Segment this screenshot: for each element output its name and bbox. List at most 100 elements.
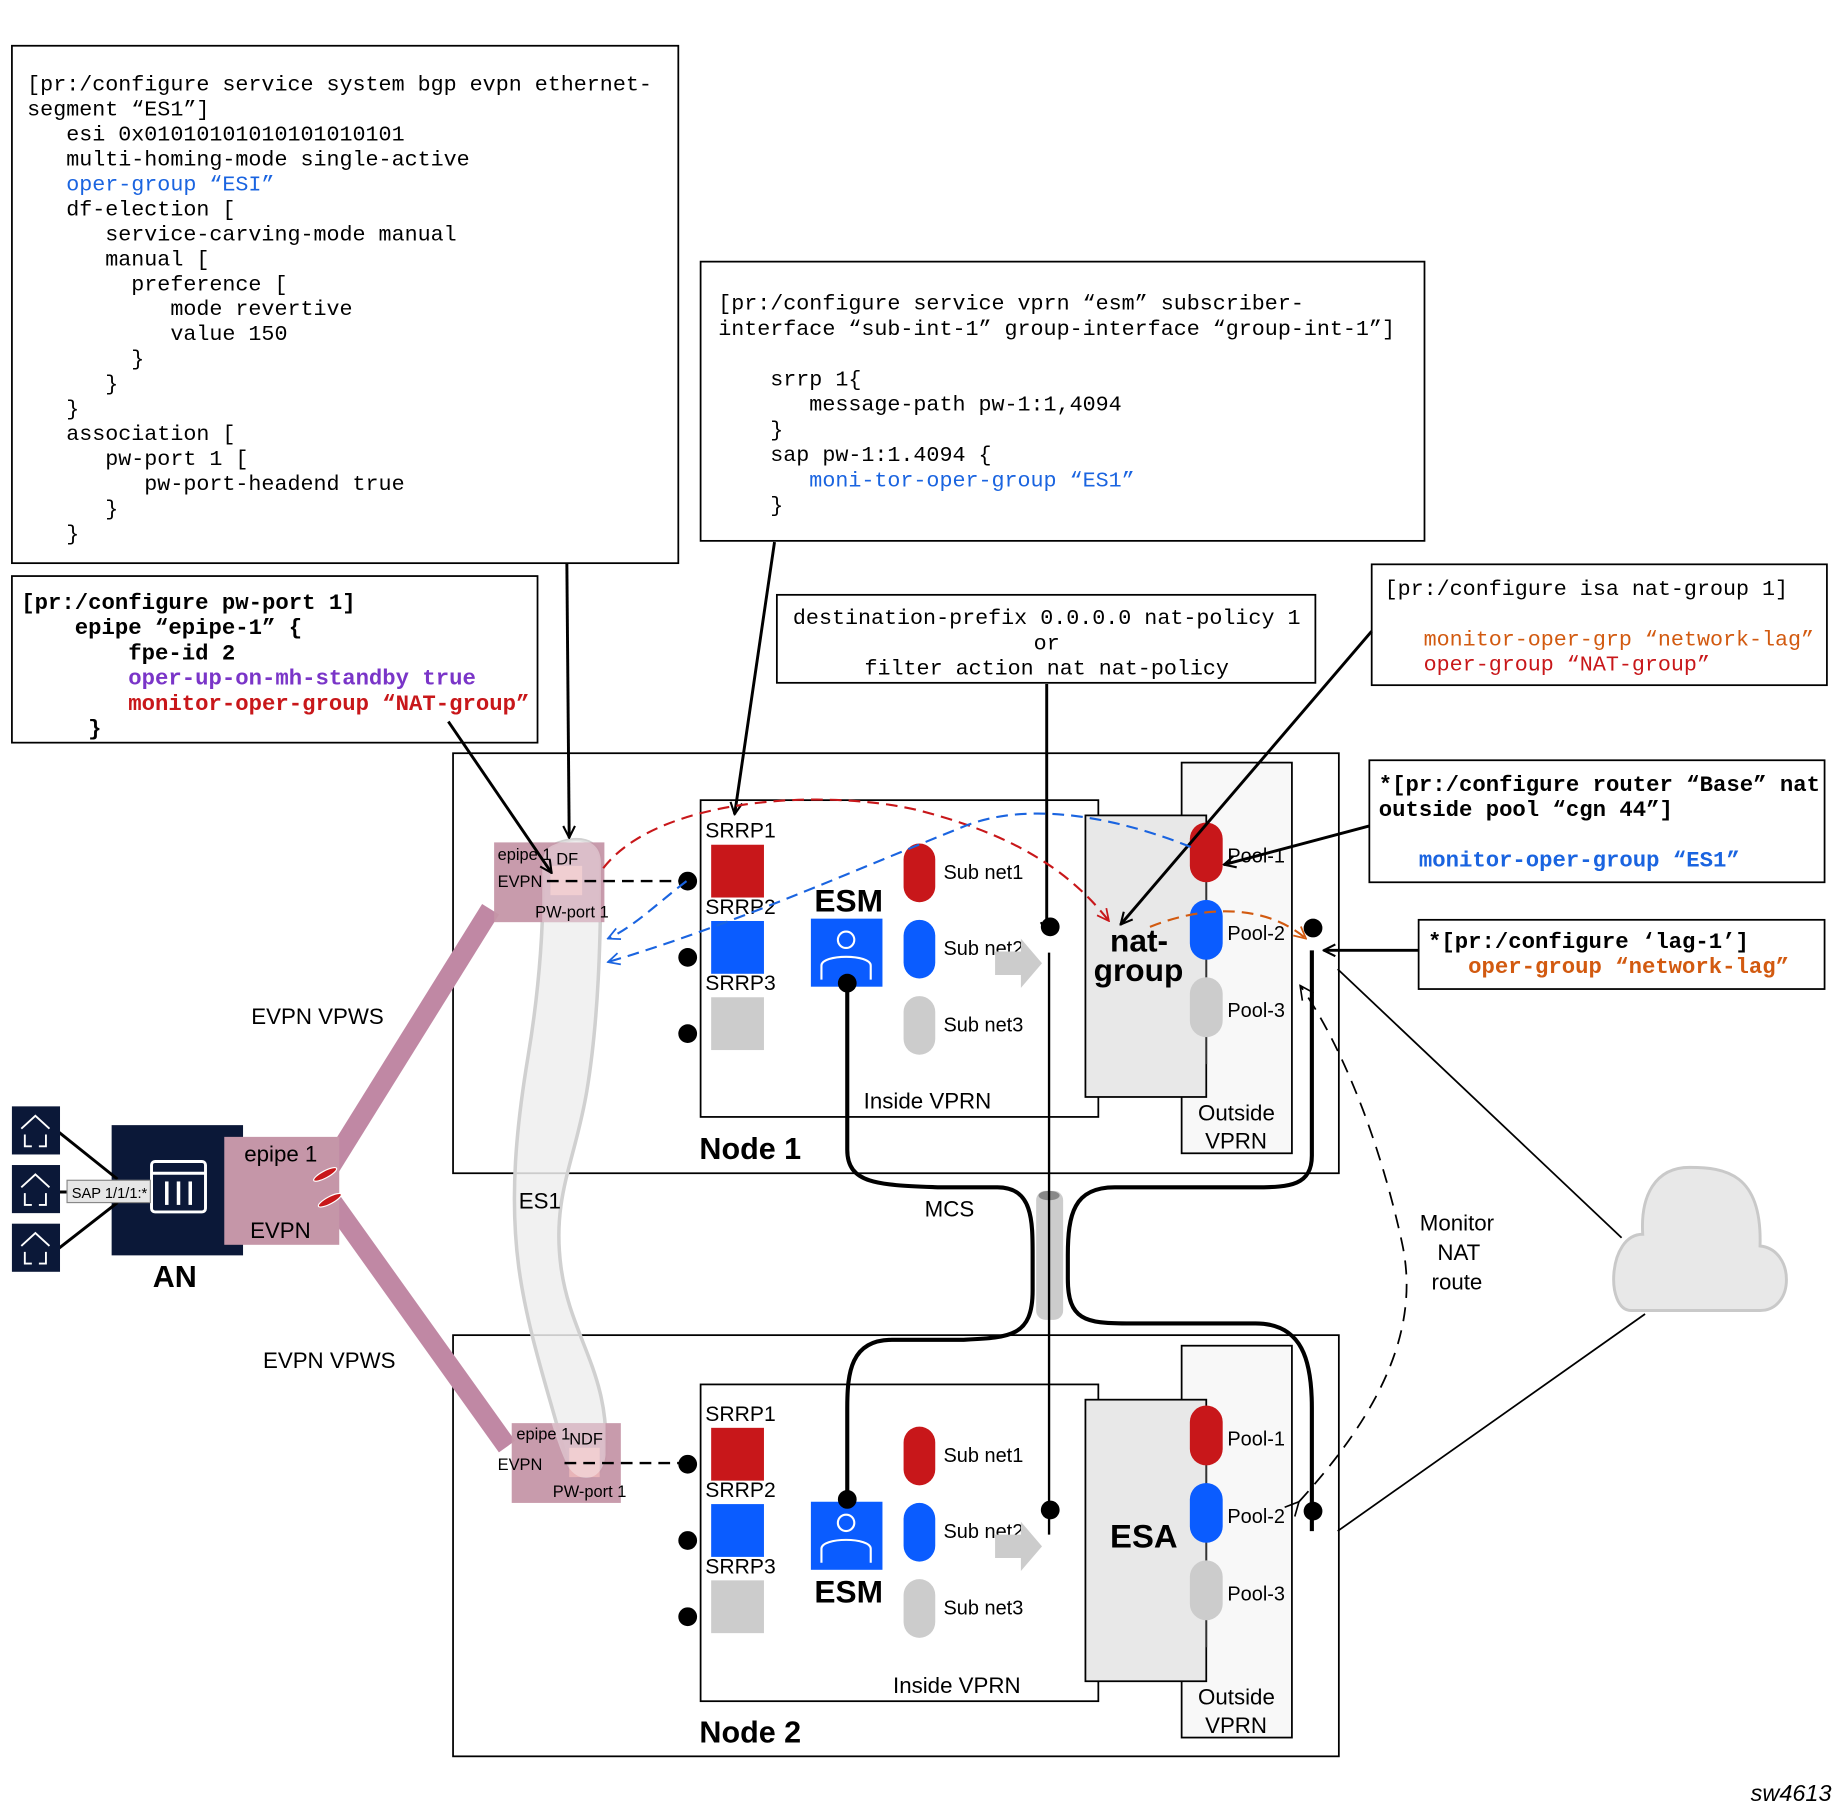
code-box-ethernet-segment: [pr:/configure service system bgp evpn e… (11, 44, 680, 565)
subnet-pill (903, 919, 936, 979)
node1-df-label: DF (556, 851, 578, 869)
code-line: } (718, 418, 783, 443)
code-line: } (27, 522, 79, 547)
code-line: destination-prefix 0.0.0.0 nat-policy 1 (793, 606, 1301, 631)
srrp-label: SRRP1 (705, 820, 775, 843)
node2-esa-box[interactable]: ESA (1084, 1398, 1208, 1683)
srrp-label: SRRP1 (705, 1403, 775, 1426)
subnet-label: Sub net1 (943, 1445, 1023, 1467)
nat-pool-pill[interactable] (1189, 1560, 1223, 1621)
node2-outside-label-2: VPRN (1205, 1713, 1267, 1738)
code-line: manual [ (27, 247, 209, 272)
subnet-pill (903, 1502, 936, 1562)
srrp-instance[interactable] (711, 1504, 764, 1557)
nat-pool-pill[interactable] (1189, 1482, 1223, 1543)
node1-outside-label-1: Outside (1198, 1100, 1275, 1125)
node2-inside-vprn-label: Inside VPRN (893, 1673, 1021, 1698)
code-line: pw-port 1 [ (27, 447, 248, 472)
code-line: oper-up-on-mh-standby true (21, 666, 476, 692)
access-node-icon (150, 1160, 207, 1214)
code-line: message-path pw-1:1,4094 (718, 393, 1121, 418)
monitor-label-3: route (1432, 1269, 1483, 1294)
code-line: service-carving-mode manual (27, 222, 456, 247)
homes (11, 1106, 61, 1272)
code-line: } (27, 372, 118, 397)
nat-group-label-2: group (1094, 952, 1184, 988)
outside-uplink-dot (1303, 918, 1323, 938)
srrp-label: SRRP2 (705, 896, 775, 919)
nat-pool-pill[interactable] (1189, 822, 1223, 883)
code-pw-port-text: [pr:/configure pw-port 1] epipe “epipe-1… (21, 590, 529, 742)
node2-outside-label-1: Outside (1198, 1685, 1275, 1710)
code-box-lag1: *[pr:/configure ‘lag-1’] oper-group “net… (1417, 918, 1826, 990)
nat-pool-pill[interactable] (1189, 899, 1223, 960)
code-line: association [ (27, 422, 235, 447)
subnet-pill (903, 1426, 936, 1486)
srrp-label: SRRP3 (705, 1555, 775, 1578)
code-box-pw-port: [pr:/configure pw-port 1] epipe “epipe-1… (11, 575, 539, 744)
code-line: monitor-oper-group “NAT-group” (21, 691, 529, 717)
es1-pool-monitor-flow (608, 812, 1192, 963)
code-lag1-text: *[pr:/configure ‘lag-1’] oper-group “net… (1428, 929, 1789, 980)
node1-nat-group-box[interactable]: nat- group (1084, 814, 1208, 1098)
code-line: } (718, 494, 783, 519)
node2-pw-port[interactable]: epipe 1 NDF EVPN PW-port 1 (498, 1423, 627, 1503)
node1-inside-vprn-label: Inside VPRN (864, 1089, 992, 1114)
srrp-sap-dot (678, 947, 698, 967)
srrp-instance[interactable] (711, 844, 764, 898)
code-line: } (21, 716, 101, 742)
node-2-title: Node 2 (699, 1715, 801, 1749)
node2-epipe-label: epipe 1 (516, 1426, 570, 1444)
srrp-instance[interactable] (711, 1580, 764, 1634)
code-line: } (27, 397, 79, 422)
code-line: *[pr:/configure router “Base” nat (1379, 772, 1820, 798)
esm-icon[interactable] (810, 1501, 883, 1570)
vpws-label-top: EVPN VPWS (251, 1004, 383, 1029)
code-box-vprn-esm: [pr:/configure service vprn “esm” subscr… (699, 260, 1426, 542)
access-node[interactable]: epipe 1 EVPN AN (111, 1125, 343, 1294)
sap-label-text: SAP 1/1/1:* (72, 1186, 148, 1202)
esm-label: ESM (814, 1574, 883, 1610)
callout-arrows (447, 541, 1419, 950)
srrp-instance[interactable] (711, 997, 764, 1051)
mcs-label: MCS (925, 1197, 975, 1222)
node1-pwport-label: PW-port 1 (535, 903, 609, 921)
code-line: [pr:/configure service system bgp evpn e… (27, 72, 652, 97)
home-icon (11, 1165, 61, 1214)
home-icon (11, 1106, 61, 1155)
code-line: sap pw-1:1.4094 { (718, 443, 991, 468)
mcs-endpoint-dot (837, 973, 857, 993)
subnet-pill (903, 843, 936, 903)
code-isa-nat-group-text: [pr:/configure isa nat-group 1] monitor-… (1385, 577, 1814, 678)
esm-label: ESM (814, 883, 883, 919)
code-line: mode revertive (27, 297, 352, 322)
code-line: oper-group “NAT-group” (1385, 653, 1710, 678)
code-line: interface “sub-int-1” group-interface “g… (718, 317, 1395, 342)
nat-pool-label: Pool-2 (1227, 1506, 1285, 1528)
code-line: fpe-id 2 (21, 640, 235, 666)
nat-pool-pill[interactable] (1189, 1405, 1223, 1466)
code-vprn-esm-text: [pr:/configure service vprn “esm” subscr… (718, 292, 1395, 519)
srrp-instance[interactable] (711, 920, 764, 974)
code-line: value 150 (27, 322, 287, 347)
forward-arrow-icon (995, 1521, 1043, 1571)
es1-label: ES1 (519, 1188, 561, 1213)
nat-pool-label: Pool-3 (1227, 1000, 1285, 1022)
sap-label: SAP 1/1/1:* (66, 1179, 151, 1204)
evpn-vpws-pipes: EVPN VPWS EVPN VPWS (251, 903, 516, 1453)
nat-pool-label: Pool-3 (1227, 1583, 1285, 1605)
subnet-label: Sub net3 (943, 1014, 1023, 1036)
monitor-nat-route-flow (1299, 986, 1408, 1502)
cloud-icon (1337, 968, 1788, 1532)
vpws-label-bottom: EVPN VPWS (263, 1348, 395, 1373)
srrp-instance[interactable] (711, 1427, 764, 1481)
nat-pool-pill[interactable] (1189, 977, 1223, 1038)
code-line: srrp 1{ (718, 367, 861, 392)
code-line: pw-port-headend true (27, 472, 404, 497)
nat-group-label-1: nat- (1110, 922, 1168, 958)
network-lag-monitor-flow (1149, 910, 1306, 938)
code-es1-text: [pr:/configure service system bgp evpn e… (27, 72, 652, 547)
